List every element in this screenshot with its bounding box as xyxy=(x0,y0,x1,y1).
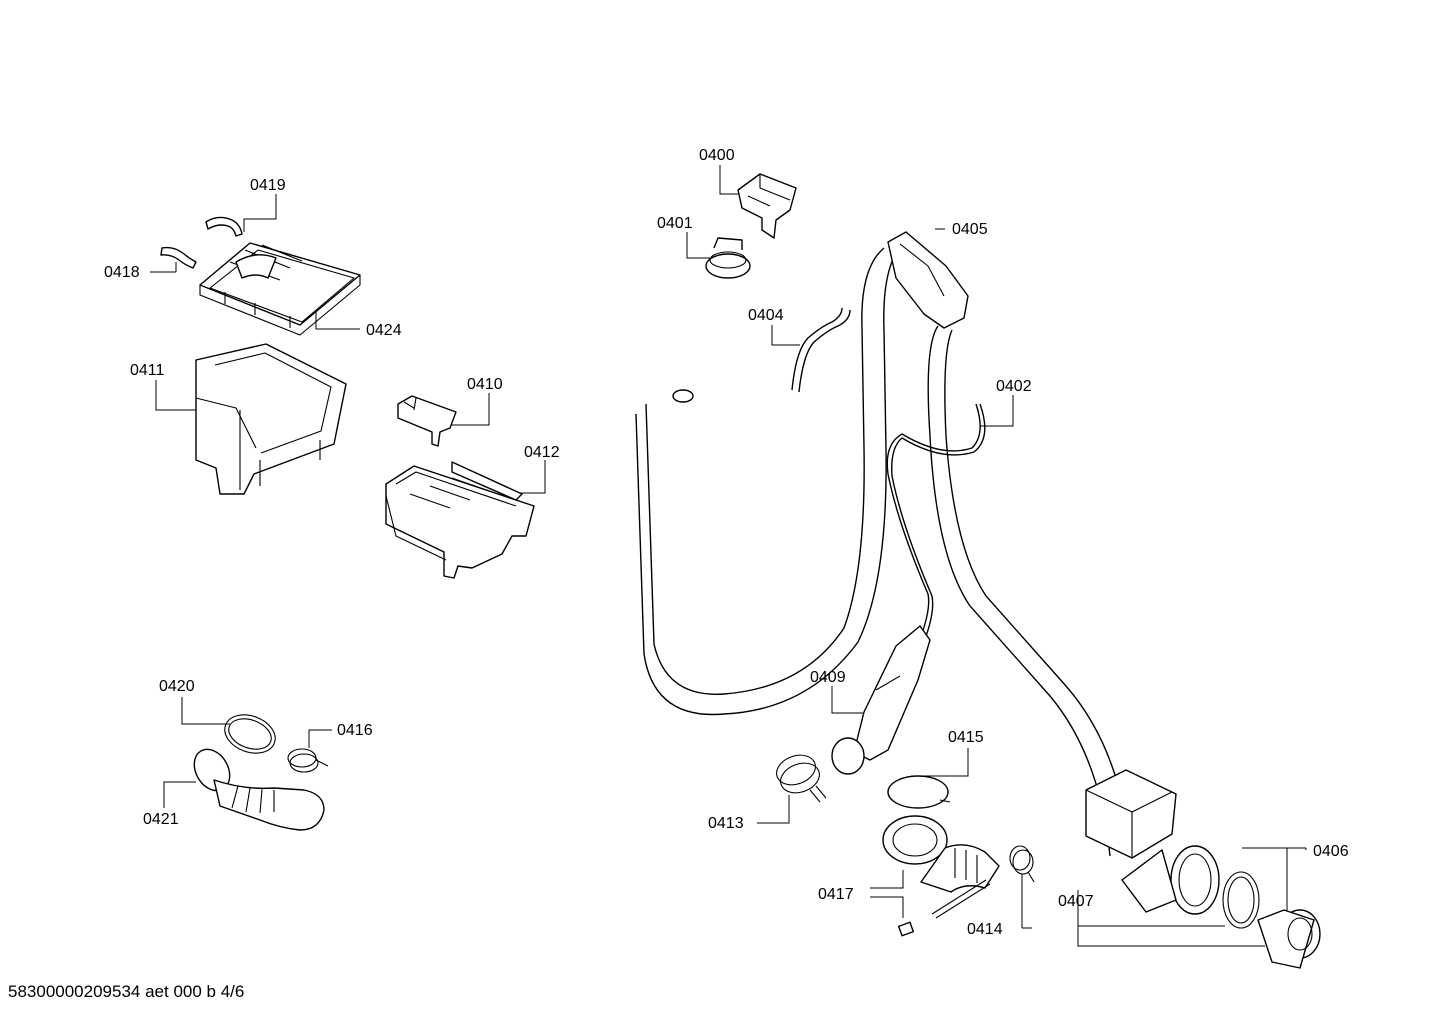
part-0412-dispenser-drawer-icon xyxy=(385,461,535,579)
label-0411: 0411 xyxy=(130,362,165,379)
document-footer: 58300000209534 aet 000 b 4/6 xyxy=(8,982,244,1001)
part-0402-pressure-tube-icon xyxy=(886,403,986,661)
label-0419: 0419 xyxy=(250,177,286,194)
label-0407: 0407 xyxy=(1058,893,1094,910)
part-0417-sump-hose-icon xyxy=(882,815,1000,937)
label-0401: 0401 xyxy=(657,215,693,232)
part-0424-dispenser-top-icon xyxy=(199,242,361,336)
label-0417: 0417 xyxy=(818,886,854,903)
part-0405-drain-hose-icon xyxy=(635,231,1131,857)
part-0418-hose-icon xyxy=(160,246,197,269)
label-0406: 0406 xyxy=(1313,843,1349,860)
label-0414: 0414 xyxy=(967,921,1003,938)
label-0405: 0405 xyxy=(952,221,988,238)
label-0416: 0416 xyxy=(337,722,373,739)
part-0406-filter-icon xyxy=(1222,871,1321,969)
part-0401-pressure-sensor-icon xyxy=(705,237,751,279)
part-0416-clamp-icon xyxy=(287,748,329,773)
label-0410: 0410 xyxy=(467,376,503,393)
part-0413-clamp-icon xyxy=(776,754,827,803)
part-0419-hose-icon xyxy=(205,216,243,237)
label-0402: 0402 xyxy=(996,378,1032,395)
part-0411-dispenser-housing-icon xyxy=(195,343,347,495)
label-0421: 0421 xyxy=(143,811,179,828)
label-0404: 0404 xyxy=(748,307,784,324)
label-0418: 0418 xyxy=(104,264,140,281)
part-labels: 0419 0418 0424 0411 0410 0412 0400 0401 … xyxy=(104,147,1349,938)
part-0407-drain-pump-icon xyxy=(1085,769,1220,915)
label-0420: 0420 xyxy=(159,678,195,695)
part-0414-clamp-icon xyxy=(1009,845,1035,883)
leader-lines xyxy=(150,165,1307,947)
part-0409-air-chamber-icon xyxy=(831,625,931,775)
part-0404-hose-icon xyxy=(791,307,851,393)
label-0424: 0424 xyxy=(366,322,402,339)
label-0415: 0415 xyxy=(948,729,984,746)
label-0412: 0412 xyxy=(524,444,560,461)
part-0415-seal-disc-icon xyxy=(887,775,951,809)
part-0410-insert-icon xyxy=(397,395,457,447)
part-0420-clamp-ring-icon xyxy=(224,714,276,754)
part-0400-bracket-icon xyxy=(737,173,797,239)
label-0409: 0409 xyxy=(810,669,846,686)
label-0413: 0413 xyxy=(708,815,744,832)
label-0400: 0400 xyxy=(699,147,735,164)
part-0421-bellows-hose-icon xyxy=(193,748,325,831)
